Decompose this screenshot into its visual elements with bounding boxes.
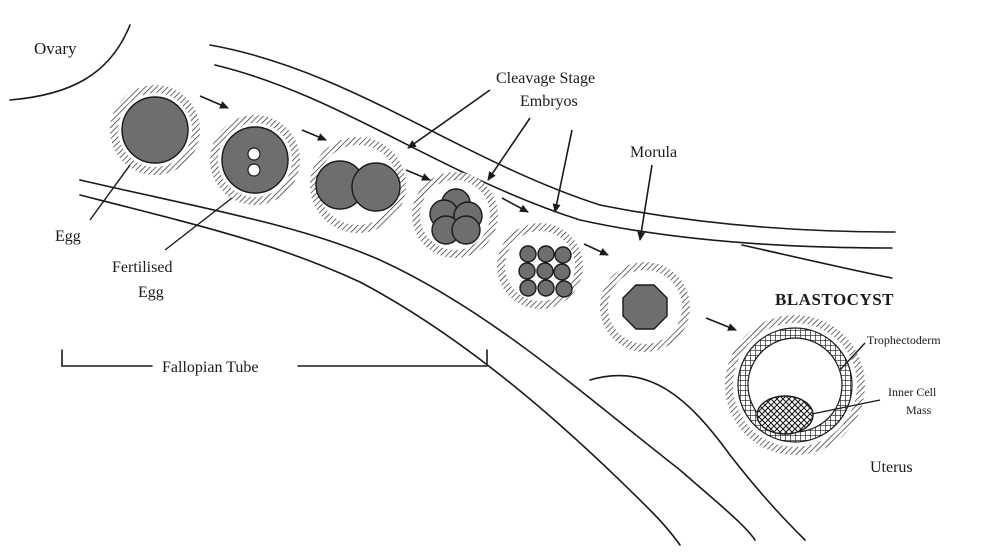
- pronucleus: [247, 147, 261, 161]
- nine-cell-embryo: [497, 223, 583, 309]
- fertilised-pointer-line: [164, 197, 233, 251]
- progress-arrow: [705, 317, 737, 331]
- tube-wall-upper-inner: [214, 64, 893, 249]
- inner-cell-mass: [756, 395, 814, 435]
- uterus-label: Uterus: [870, 459, 913, 476]
- fallopian-tube-label: Fallopian Tube: [162, 359, 258, 376]
- progress-arrow: [405, 169, 431, 181]
- ovary-outline: [9, 24, 131, 101]
- progress-arrow: [501, 197, 529, 213]
- tube-wall-upper-outer: [209, 44, 896, 233]
- tube-wall-lower-inner: [79, 179, 756, 541]
- fertilised-label-line2: Egg: [138, 284, 164, 301]
- progress-arrow: [199, 95, 229, 109]
- blastocyst-label: BLASTOCYST: [775, 290, 894, 309]
- fertilised-label-line1: Fertilised: [112, 259, 172, 276]
- tube-wall-upper-branch: [741, 244, 893, 279]
- uterus-wall: [589, 374, 806, 541]
- tube-wall-lower-outer: [79, 194, 681, 546]
- pointer-arrow: [552, 129, 573, 213]
- pronucleus: [247, 163, 261, 177]
- ovary-label: Ovary: [34, 39, 77, 58]
- fallopian-tube-bracket-right: [297, 349, 488, 367]
- pointer-arrow: [407, 89, 491, 149]
- blastocyst-stage: [725, 315, 865, 455]
- inner-cell-pointer-line: [811, 399, 881, 415]
- pointer-arrow: [487, 117, 531, 181]
- two-cell-embryo: [310, 137, 406, 233]
- fallopian-tube-bracket-left: [61, 349, 153, 367]
- egg-pointer-line: [89, 164, 131, 221]
- morula-stage: [600, 262, 690, 352]
- inner-cell-label-line1: Inner Cell: [888, 385, 937, 399]
- trophectoderm-pointer-line: [839, 342, 866, 371]
- egg-stage: [110, 85, 200, 175]
- inner-cell-label-line2: Mass: [906, 403, 932, 417]
- pointer-arrow: [637, 164, 653, 241]
- progress-arrow: [301, 129, 327, 141]
- morula-label: Morula: [630, 144, 677, 161]
- egg-label: Egg: [55, 228, 81, 245]
- fertilised-egg-stage: [210, 115, 300, 205]
- cleavage-label-line2: Embryos: [520, 93, 578, 110]
- four-cell-embryo: [412, 172, 498, 258]
- progress-arrow: [583, 243, 609, 256]
- trophectoderm-label: Trophectoderm: [867, 333, 941, 347]
- cleavage-label-line1: Cleavage Stage: [496, 70, 595, 87]
